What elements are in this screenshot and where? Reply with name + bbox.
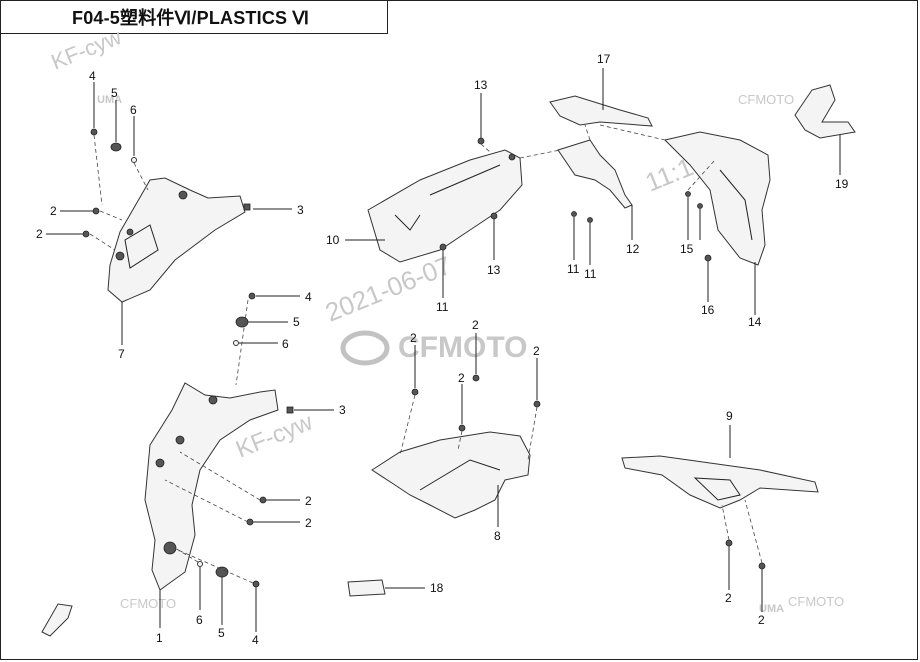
- front-arrow-icon: [41, 603, 73, 637]
- part-1-side-cover-lower: [144, 382, 279, 591]
- callout-2: 2: [533, 344, 540, 358]
- callout-6: 6: [282, 337, 289, 351]
- callout-11: 11: [567, 262, 580, 276]
- callout-5: 5: [293, 315, 300, 329]
- watermark-dealer-2: UMA: [759, 603, 784, 615]
- watermark-brand-top: CFMOTO: [738, 92, 794, 107]
- part-7-side-cover-upper: [107, 177, 246, 303]
- callout-4: 4: [89, 69, 96, 83]
- callout-2: 2: [472, 318, 479, 332]
- callout-2: 2: [305, 516, 312, 530]
- callout-10: 10: [326, 233, 340, 247]
- callout-4: 4: [305, 290, 312, 304]
- part-12-rear-bracket: [557, 139, 633, 209]
- part-8-front-mudguard: [371, 431, 531, 519]
- callout-2: 2: [458, 371, 465, 385]
- callout-12: 12: [626, 242, 640, 256]
- assembly-dash-lines: [89, 124, 763, 584]
- part-10-rear-inner-fender: [367, 149, 523, 263]
- callout-7: 7: [118, 347, 125, 361]
- callout-13: 13: [474, 78, 488, 92]
- callout-4: 4: [252, 633, 259, 647]
- callout-13: 13: [487, 263, 501, 277]
- watermark-date-1: 2021-06-07: [321, 250, 456, 328]
- callout-2: 2: [36, 227, 43, 241]
- watermark-logo-ring: [340, 330, 390, 366]
- callout-15: 15: [680, 242, 694, 256]
- callout-8: 8: [494, 529, 501, 543]
- callout-17: 17: [597, 52, 611, 66]
- callout-2: 2: [725, 591, 732, 605]
- callout-19: 19: [835, 177, 849, 191]
- callout-11: 11: [436, 300, 449, 314]
- callout-6: 6: [196, 613, 203, 627]
- part-14-rear-fender: [664, 131, 771, 266]
- callout-16: 16: [701, 303, 715, 317]
- watermark-dealer-1: UMA: [97, 94, 122, 106]
- callout-11: 11: [584, 267, 597, 281]
- callout-2: 2: [50, 204, 57, 218]
- callout-14: 14: [748, 315, 762, 329]
- watermark-user-2: KF-cyw: [48, 24, 125, 75]
- fasteners-left: [82, 128, 294, 588]
- callout-2: 2: [410, 331, 417, 345]
- callout-2: 2: [305, 494, 312, 508]
- watermark-brand-bottom-right: CFMOTO: [788, 594, 844, 609]
- callout-labels: 4 5 6 2 2 3 7 4 5 6 3 2 2 1 6 5 4 13 10 …: [36, 52, 849, 647]
- callout-1: 1: [156, 631, 163, 645]
- callout-5: 5: [218, 626, 225, 640]
- leader-lines: [46, 68, 841, 632]
- part-19-bracket-clip: [794, 84, 856, 139]
- callout-2: 2: [758, 613, 765, 627]
- watermark-brand-center: CFMOTO: [398, 331, 527, 364]
- callout-3: 3: [297, 203, 304, 217]
- watermark-brand-bottom: CFMOTO: [120, 596, 176, 611]
- part-17-grab-rail: [549, 95, 653, 127]
- page-title: F04-5塑料件Ⅵ/PLASTICS Ⅵ: [72, 7, 310, 28]
- callout-18: 18: [430, 581, 444, 595]
- callout-9: 9: [726, 409, 733, 423]
- callout-6: 6: [130, 103, 137, 117]
- title-box: F04-5塑料件Ⅵ/PLASTICS Ⅵ: [0, 0, 388, 34]
- callout-3: 3: [339, 403, 346, 417]
- part-9-chain-guard: [621, 455, 819, 570]
- callout-5: 5: [111, 86, 118, 100]
- part-18-reflector: [347, 579, 386, 597]
- fasteners-right: [411, 137, 703, 432]
